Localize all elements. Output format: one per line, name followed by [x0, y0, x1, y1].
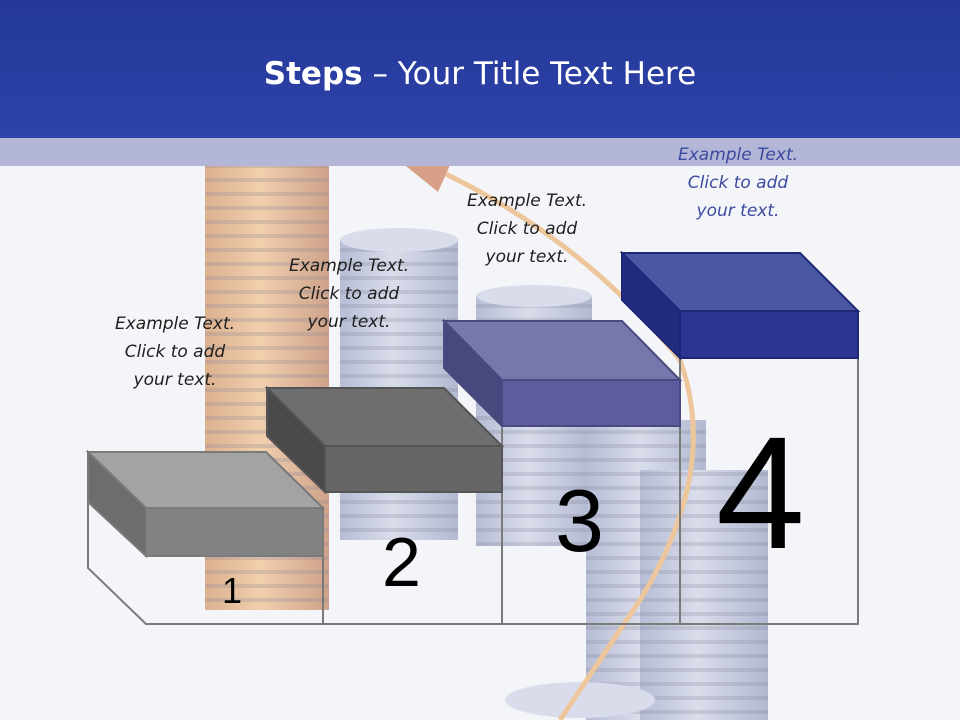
caption-line: Click to add	[298, 284, 400, 304]
step-2-number: 2	[382, 523, 421, 601]
step-1-block[interactable]	[85, 449, 326, 559]
caption-line: Example Text.	[466, 191, 588, 211]
caption-line: your text.	[133, 370, 217, 390]
title-underline-strip	[0, 138, 960, 166]
caption-line: your text.	[485, 247, 569, 267]
step-3-caption[interactable]: Example Text. Click to add your text.	[427, 187, 627, 271]
caption-line: your text.	[307, 312, 391, 332]
step-4-caption[interactable]: Example Text. Click to add your text.	[638, 141, 838, 225]
step-1-number: 1	[222, 570, 243, 611]
staircase-outline	[87, 358, 859, 625]
step-3-block[interactable]	[441, 318, 683, 429]
caption-line: Example Text.	[114, 314, 236, 334]
step-4-number: 4	[716, 403, 805, 582]
title-bold-text: Steps	[263, 56, 363, 92]
step-2-caption[interactable]: Example Text. Click to add your text.	[249, 252, 449, 336]
caption-line: Click to add	[124, 342, 226, 362]
step-2-block[interactable]	[264, 385, 505, 495]
step-3-number: 3	[555, 471, 604, 570]
caption-line: Click to add	[476, 219, 578, 239]
slide-title[interactable]: Steps – Your Title Text Here	[0, 56, 960, 92]
caption-line: Click to add	[687, 173, 789, 193]
title-rest-text: – Your Title Text Here	[362, 56, 697, 92]
caption-line: Example Text.	[288, 256, 410, 276]
step-4-block[interactable]	[619, 250, 861, 361]
step-1-caption[interactable]: Example Text. Click to add your text.	[75, 310, 275, 394]
caption-line: Example Text.	[677, 145, 799, 165]
title-bar	[0, 0, 960, 138]
caption-line: your text.	[696, 201, 780, 221]
